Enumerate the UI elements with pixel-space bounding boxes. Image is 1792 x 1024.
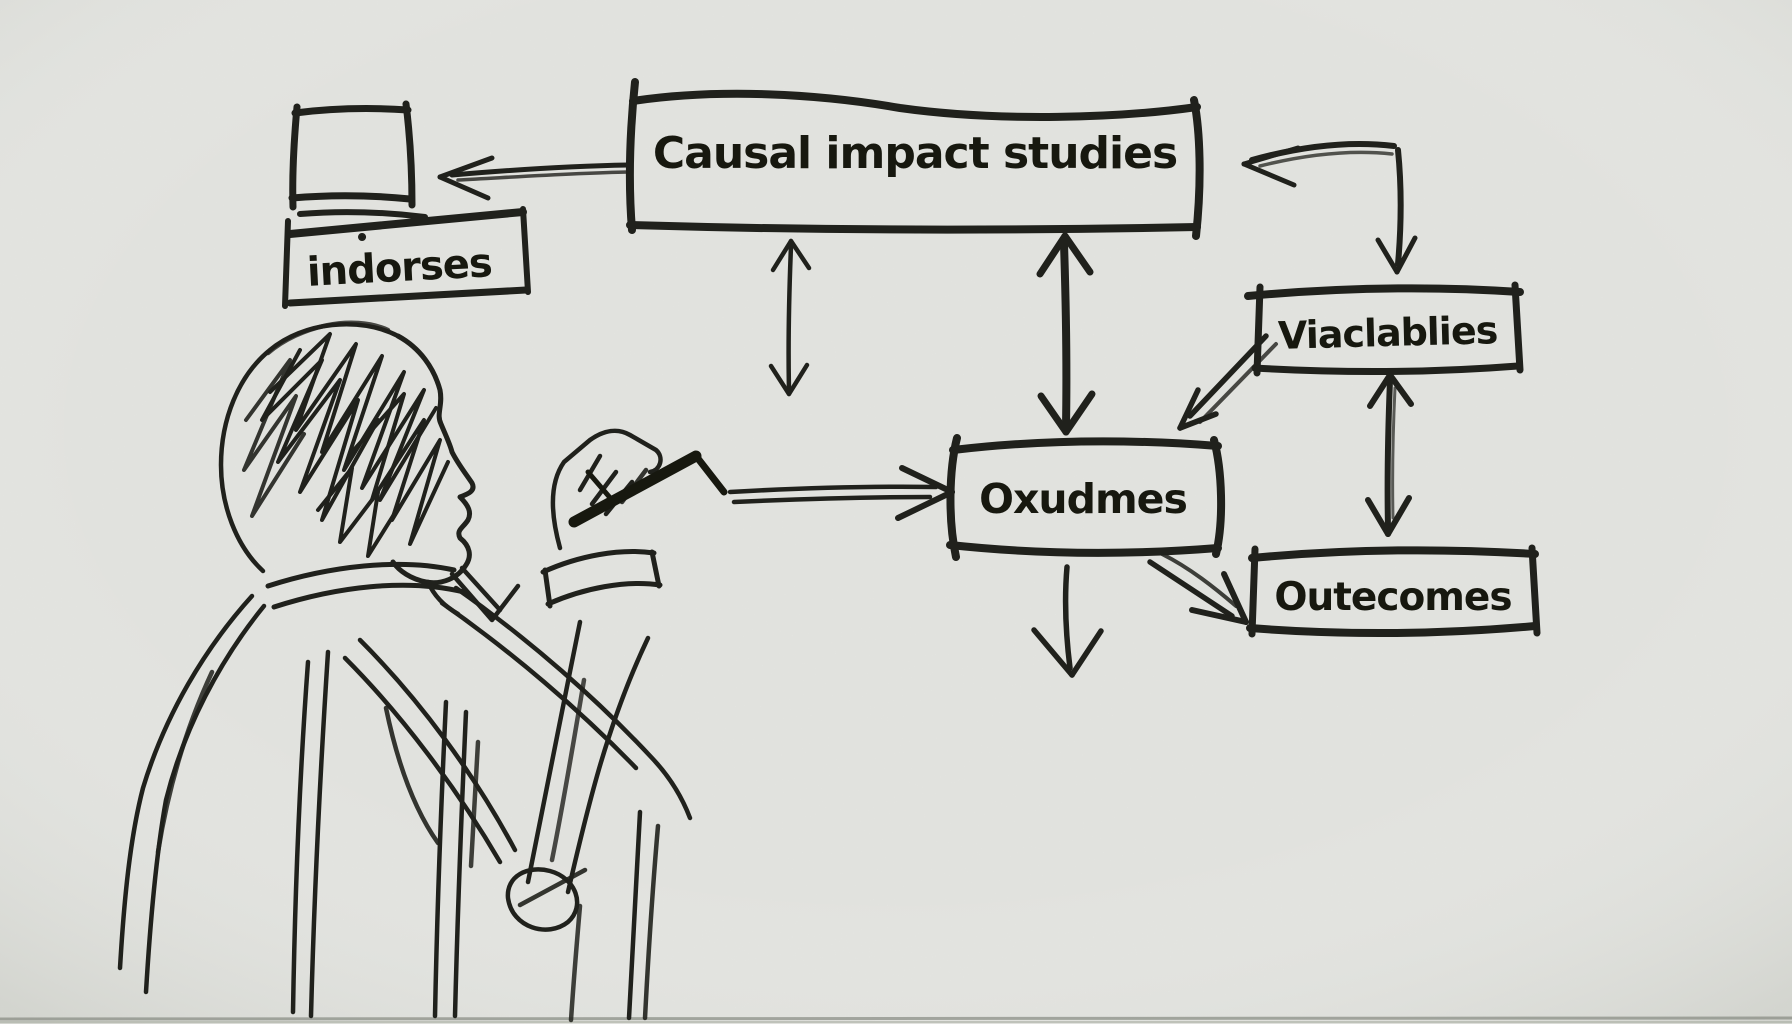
- arrow-causal-double-thin: [768, 238, 812, 397]
- arrow-variables-outcomes-right-double: [1365, 372, 1414, 537]
- person-head: [218, 320, 476, 586]
- bottom-edge-line: [0, 1016, 1792, 1023]
- person-collar: [265, 561, 521, 623]
- pen-icon: [568, 450, 728, 528]
- arrow-variables-to-outcomes-center: [1177, 333, 1278, 431]
- label-outcomes-right: Outecomes: [1274, 575, 1511, 620]
- arrow-outcomes-center-down: [1031, 564, 1104, 678]
- person-arm: [505, 619, 661, 1023]
- arrow-variables-causal-elbow: [1241, 140, 1418, 275]
- person-cuff: [540, 549, 663, 609]
- label-variables: Viaclablies: [1277, 308, 1497, 358]
- arrow-causal-to-empty-box: [437, 155, 631, 201]
- person-sketch: [117, 320, 728, 1023]
- box-labels: Causal impact studies indorses Viaclabli…: [306, 128, 1513, 620]
- box-variables: [1244, 281, 1524, 377]
- box-indorses: [282, 206, 531, 309]
- stray-dot: [358, 233, 367, 241]
- label-indorses: indorses: [306, 240, 493, 296]
- box-empty: [288, 100, 428, 220]
- label-outcomes-center: Oxudmes: [979, 475, 1187, 523]
- arrow-pen-to-outcomes-center: [727, 465, 955, 521]
- arrow-causal-outcomes-double-thick: [1036, 232, 1096, 436]
- person-torso: [117, 593, 481, 1019]
- box-outcomes-right: [1246, 544, 1541, 638]
- label-causal-impact-studies: Causal impact studies: [653, 128, 1177, 179]
- person-hair: [242, 332, 450, 558]
- arrow-outcomes-center-to-right: [1147, 552, 1249, 625]
- box-outcomes-center: [946, 434, 1226, 561]
- person-shoulder-sleeve: [342, 585, 693, 865]
- box-causal-impact-studies: [625, 78, 1204, 240]
